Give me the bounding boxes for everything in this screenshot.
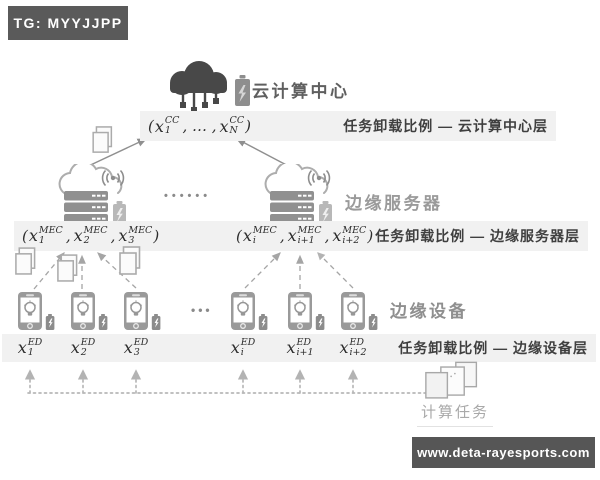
computing-task-label: 计算任务 xyxy=(417,401,494,427)
edge-device-phone-icon xyxy=(230,292,270,332)
device-bar-caption: 任务卸载比例 — 边缘设备层 xyxy=(398,340,588,356)
task-paper-stack-icon xyxy=(424,360,482,404)
edge-device-layer-label: 边缘设备 xyxy=(390,302,468,321)
edge-server-icon-left xyxy=(50,164,136,228)
edge-server-icon-right xyxy=(256,164,342,228)
watermark-badge-top-left: TG: MYYJJPP xyxy=(8,6,128,40)
edge-device-phone-icon xyxy=(17,292,57,332)
task-paper-icon xyxy=(56,254,79,283)
cloud-computing-center-icon xyxy=(158,58,254,114)
edge-device-phone-icon xyxy=(70,292,110,332)
edge-device-phone-icon xyxy=(287,292,327,332)
device-ellipsis-dots: ••• xyxy=(191,303,213,317)
task-feed-lines xyxy=(24,369,447,394)
server-ellipsis-dots: •••••• xyxy=(164,190,212,202)
watermark-bottom-right: www.deta-rayesports.com xyxy=(412,437,595,468)
task-paper-icon xyxy=(118,246,142,276)
edge-device-phone-icon xyxy=(340,292,380,332)
task-paper-icon xyxy=(14,247,37,276)
edge-device-phone-icon xyxy=(123,292,163,332)
edge-server-layer-label: 边缘服务器 xyxy=(345,194,443,213)
task-paper-icon xyxy=(91,126,114,154)
cloud-bar-caption: 任务卸载比例 — 云计算中心层 xyxy=(343,118,548,134)
cloud-layer-label: 云计算中心 xyxy=(252,82,350,101)
server-bar-caption: 任务卸载比例 — 边缘服务器层 xyxy=(375,228,580,244)
device-to-server-arrows xyxy=(33,252,354,290)
